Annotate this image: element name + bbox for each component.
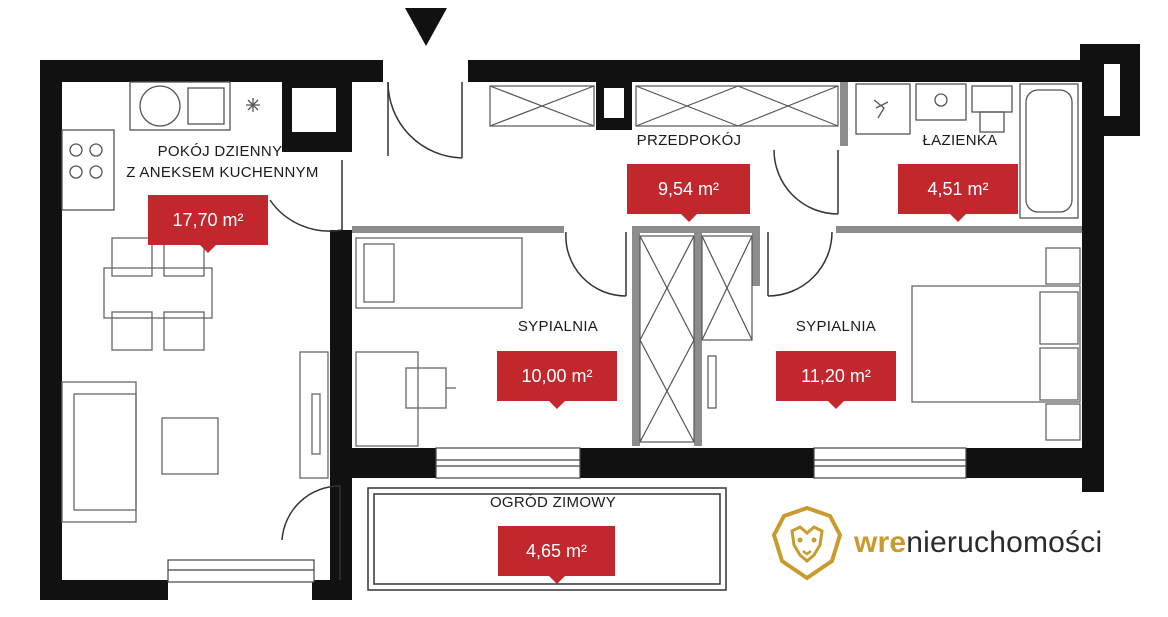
brand-name: wrenieruchomości — [854, 526, 1102, 560]
windows — [167, 447, 967, 583]
bedroom1-area-tag: 10,00 m² — [497, 351, 617, 409]
bathroom-area-tag: 4,51 m² — [898, 164, 1018, 222]
partitions — [352, 82, 1082, 446]
living-room-label-2: Z ANEKSEM KUCHENNYM — [110, 164, 335, 181]
walls — [40, 44, 1140, 600]
bedroom2-furniture — [911, 247, 1081, 441]
doors — [269, 81, 839, 580]
winter-garden-area-tag: 4,65 m² — [498, 526, 615, 584]
wardrobe — [639, 235, 753, 443]
living-room-name-line2: Z ANEKSEM KUCHENNYM — [126, 164, 319, 181]
winter-garden-frame — [367, 487, 727, 591]
hall-area-tag: 9,54 m² — [627, 164, 750, 222]
living-room-name-line1: POKÓJ DZIENNY — [157, 143, 283, 160]
living-room-label: POKÓJ DZIENNY — [130, 143, 310, 160]
brand-logo: wrenieruchomości — [770, 505, 1102, 581]
bedroom2-label: SYPIALNIA — [795, 318, 877, 335]
lion-logo-icon — [771, 505, 843, 581]
brand-name-bold: wre — [854, 526, 907, 559]
winter-garden-label: OGRÓD ZIMOWY — [489, 494, 617, 511]
living-room-area-tag: 17,70 m² — [148, 195, 268, 253]
brand-name-rest: nieruchomości — [906, 526, 1103, 559]
bathroom-fixtures — [855, 83, 1079, 219]
hall-label: PRZEDPOKÓJ — [636, 132, 742, 149]
bedroom2-area-tag: 11,20 m² — [776, 351, 896, 409]
hall-cabinets — [489, 85, 839, 127]
bedroom1-furniture — [355, 237, 523, 447]
kitchen-fixtures — [61, 81, 260, 211]
entrance-arrow-icon — [405, 8, 447, 46]
bedroom1-label: SYPIALNIA — [517, 318, 599, 335]
living-furniture — [61, 237, 329, 523]
bathroom-label: ŁAZIENKA — [922, 132, 998, 149]
